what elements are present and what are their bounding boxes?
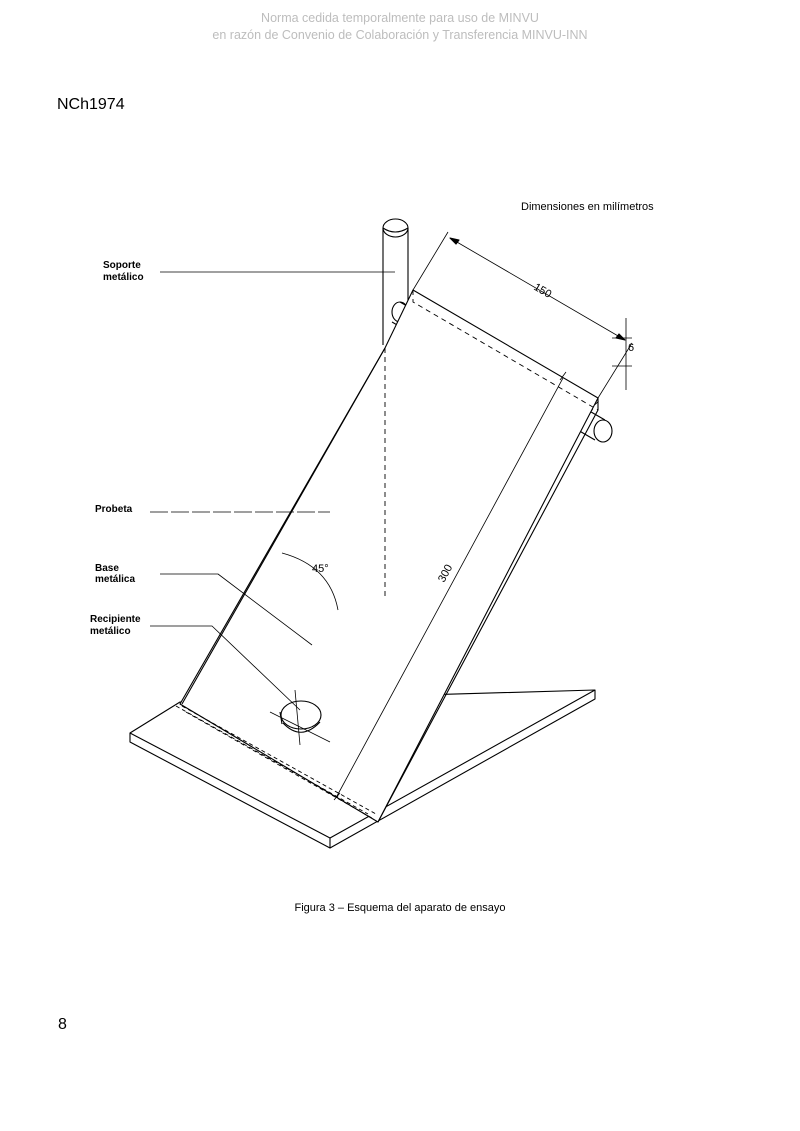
specimen-panel [179,289,599,823]
label-base-2: metálica [95,574,135,585]
label-base-1: Base [95,563,119,574]
base-plate-front [129,733,331,849]
dim-300-line [333,371,567,801]
dim-6-text: 6 [628,342,634,354]
dim-150-text: 150 [532,281,554,301]
watermark-line-2: en razón de Convenio de Colaboración y T… [212,28,588,42]
watermark-line-1: Norma cedida temporalmente para uso de M… [261,11,539,25]
dim-6-line [612,318,632,390]
leader-base [160,573,313,646]
label-recipiente-1: Recipiente [90,614,141,625]
label-probeta: Probeta [95,504,133,515]
watermark: Norma cedida temporalmente para uso de M… [0,10,800,44]
page-number: 8 [58,1016,67,1033]
label-soporte-1: Soporte [103,260,141,271]
leader-recipiente [150,625,301,711]
document-code: NCh1974 [57,96,125,113]
figure-caption: Figura 3 – Esquema del aparato de ensayo [294,902,506,914]
support-rod-top [382,218,409,238]
base-plate-side [329,690,596,849]
angle-45-text: 45° [312,563,329,575]
label-soporte-2: metálico [103,272,144,283]
label-recipiente-2: metálico [90,626,131,637]
dimensions-note: Dimensiones en milímetros [521,201,654,213]
angle-arc [281,552,339,611]
container-dish [280,700,322,730]
